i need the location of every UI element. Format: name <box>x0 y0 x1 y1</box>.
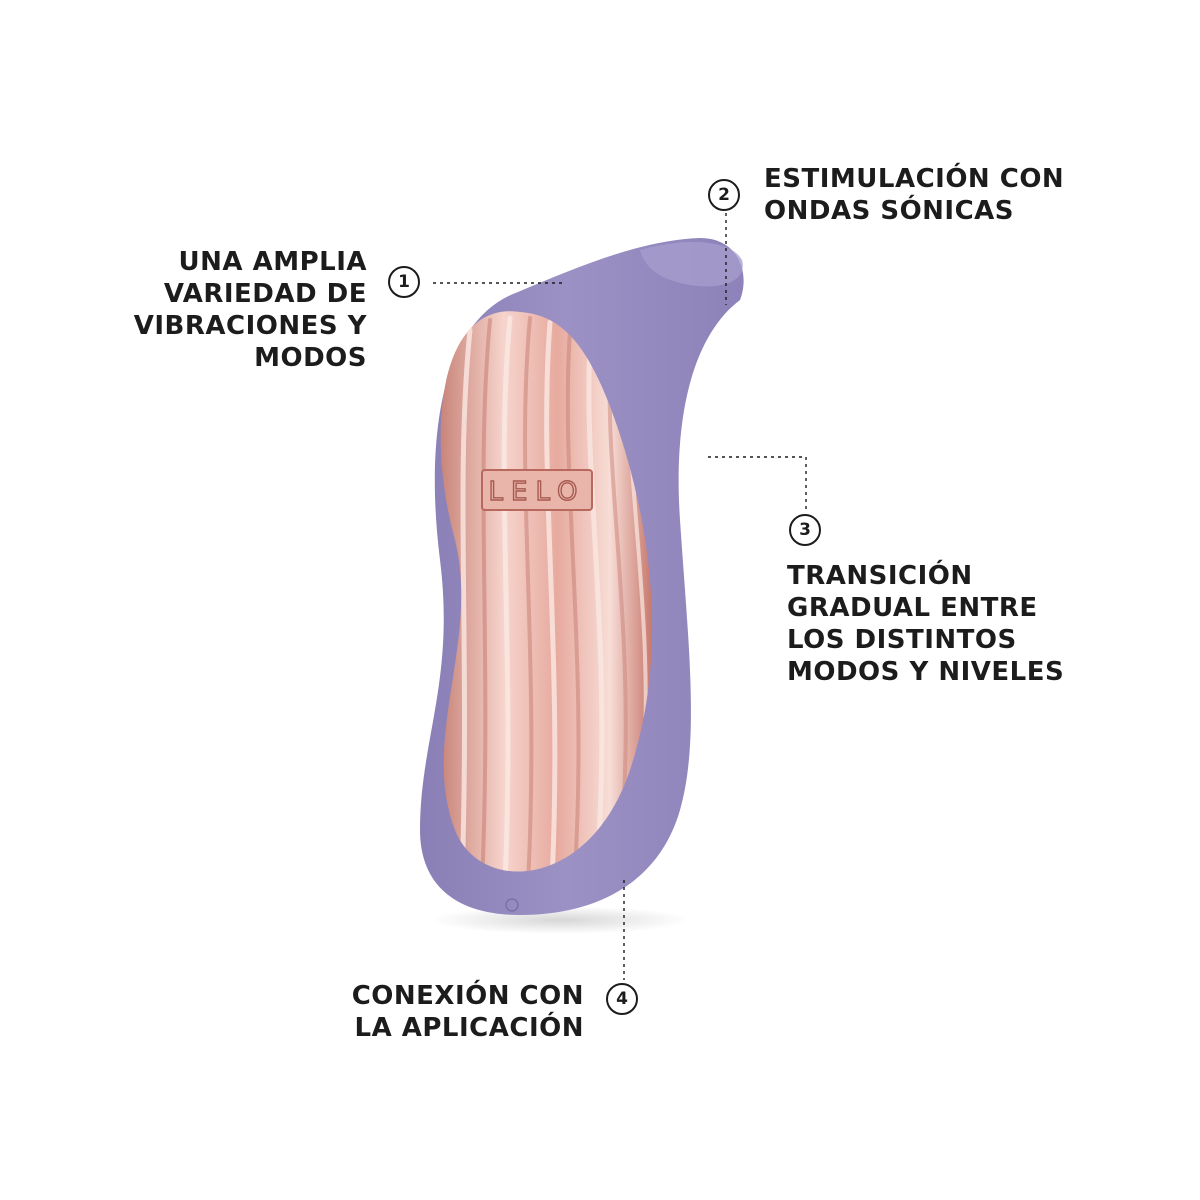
callout-number-3: 3 <box>789 514 821 546</box>
callout-2-line-1: ESTIMULACIÓN CON <box>764 164 1065 194</box>
callout-number-1: 1 <box>388 266 420 298</box>
callout-text-2: ESTIMULACIÓN CON ONDAS SÓNICAS <box>764 163 1064 227</box>
callout-3-line-4: MODOS Y NIVELES <box>787 657 1065 687</box>
lelo-logo: LELO <box>481 469 593 511</box>
callout-text-4: CONEXIÓN CON LA APLICACIÓN <box>352 980 584 1044</box>
power-button-icon <box>505 898 519 912</box>
leader-lines <box>433 213 807 980</box>
callout-3-line-2: GRADUAL ENTRE <box>787 593 1038 623</box>
leader-line-3 <box>708 456 807 510</box>
face-ridges <box>459 315 648 872</box>
callout-1-line-3: VIBRACIONES Y <box>133 311 367 341</box>
callout-4-line-2: LA APLICACIÓN <box>354 1013 584 1043</box>
callout-4-line-1: CONEXIÓN CON <box>351 981 584 1011</box>
callout-3-line-3: LOS DISTINTOS <box>787 625 1017 655</box>
device-face <box>440 311 653 872</box>
callout-3-line-1: TRANSICIÓN <box>787 561 973 591</box>
callout-number-4: 4 <box>606 983 638 1015</box>
svg-text:LELO: LELO <box>489 477 586 507</box>
nozzle <box>640 241 743 287</box>
callout-text-1: UNA AMPLIA VARIEDAD DE VIBRACIONES Y MOD… <box>134 246 367 374</box>
callout-text-3: TRANSICIÓN GRADUAL ENTRE LOS DISTINTOS M… <box>787 560 1064 688</box>
callout-1-line-4: MODOS <box>254 343 367 373</box>
callout-1-line-1: UNA AMPLIA <box>178 247 367 277</box>
callout-number-2: 2 <box>708 179 740 211</box>
callout-2-line-2: ONDAS SÓNICAS <box>764 196 1015 226</box>
callout-1-line-2: VARIEDAD DE <box>163 279 367 309</box>
